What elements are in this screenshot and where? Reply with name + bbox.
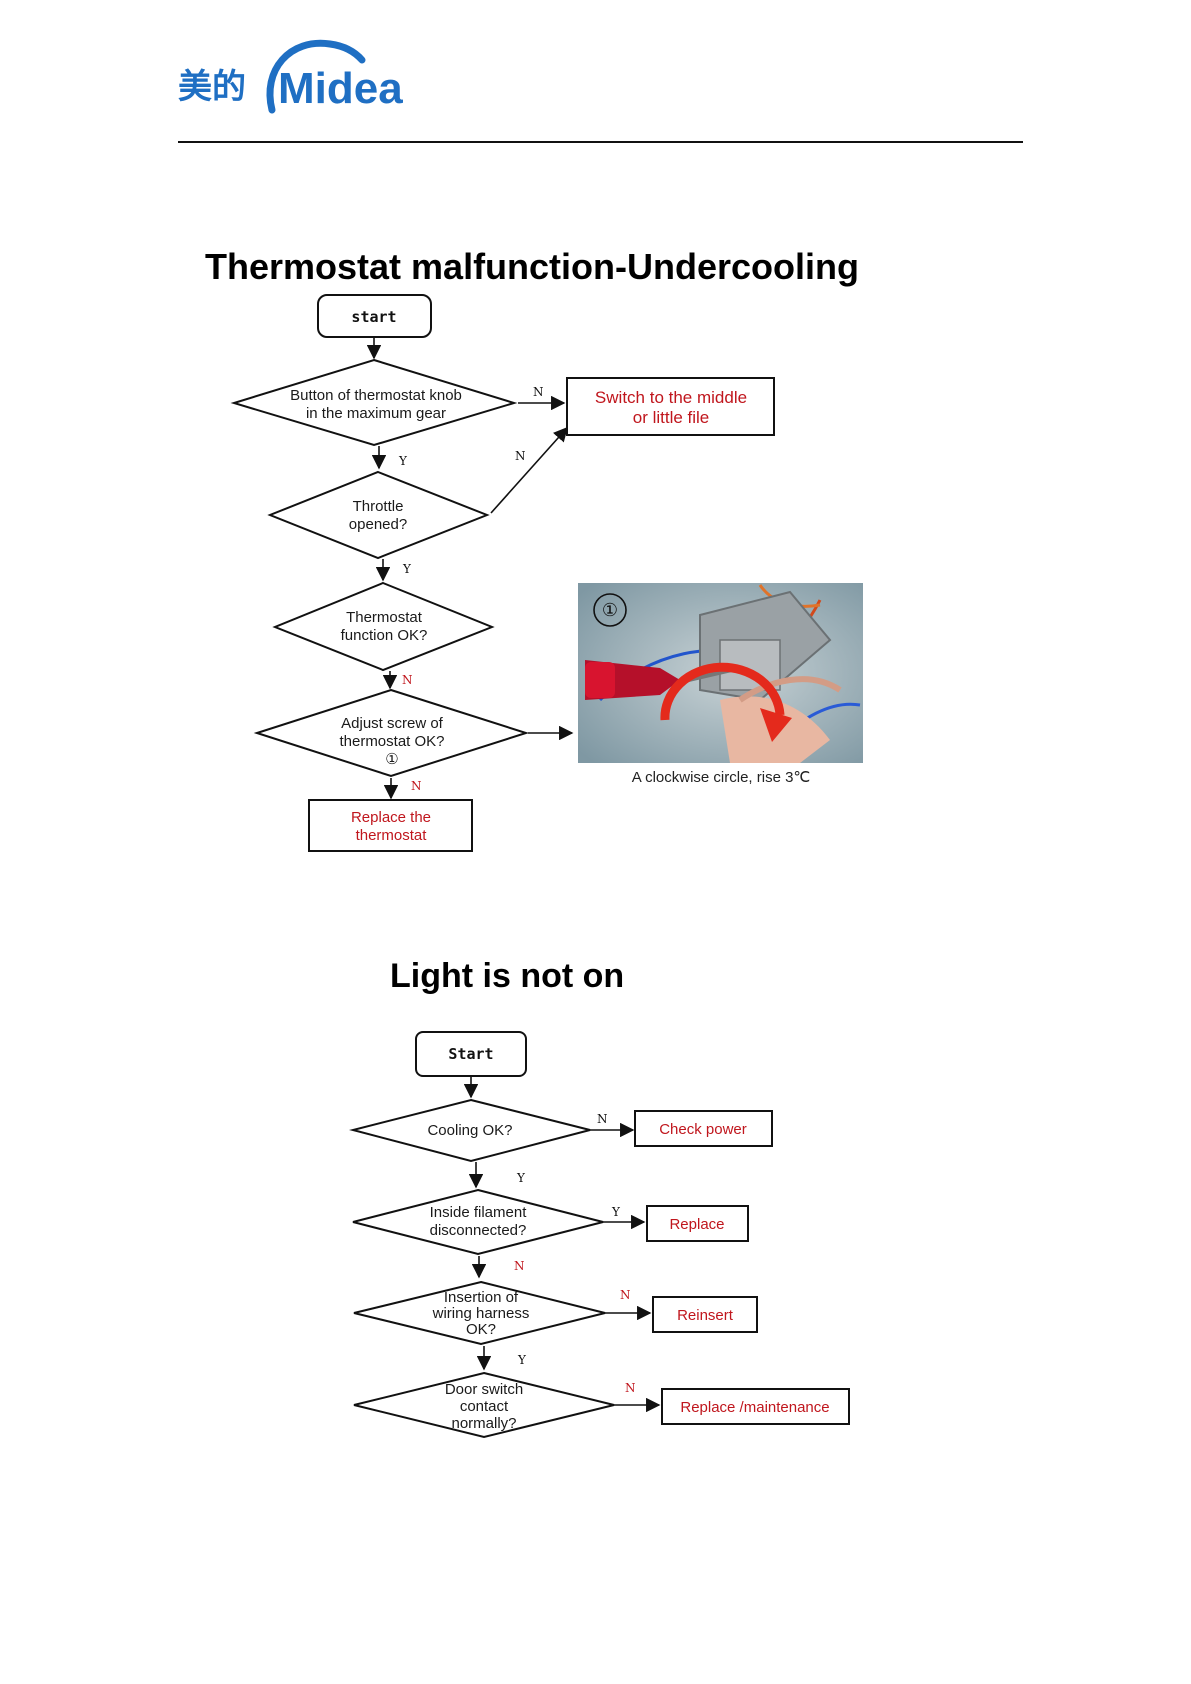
s2-d2-right-label: Y xyxy=(611,1205,621,1219)
s2-d2-line2: disconnected? xyxy=(430,1222,527,1239)
s1-switch-box xyxy=(566,377,775,436)
s1-d3-line2: function OK? xyxy=(341,627,428,644)
logo-swoosh xyxy=(266,39,366,114)
s1-d2-line2: opened? xyxy=(349,516,407,533)
s2-reinsert-box xyxy=(652,1296,758,1333)
s1-d1-right-label: N xyxy=(533,385,544,399)
s2-replace-box xyxy=(646,1205,749,1242)
s2-d4-line2: contact xyxy=(460,1398,509,1415)
s1-replace-box xyxy=(308,799,473,852)
s1-d1-line1: Button of thermostat knob xyxy=(290,387,462,404)
s2-d3-line1: Insertion of xyxy=(444,1289,519,1306)
s2-d1-line1: Cooling OK? xyxy=(427,1122,512,1139)
s2-d3-down-label: Y xyxy=(517,1353,527,1367)
s2-decision-cooling xyxy=(349,1098,591,1163)
s1-replace-line1: Replace the xyxy=(351,809,431,826)
s1-d2-right-label: N xyxy=(515,449,526,463)
s2-maintenance-box xyxy=(661,1388,850,1425)
s2-d3-line2: wiring harness xyxy=(432,1305,530,1322)
s2-d4-right-label: N xyxy=(625,1381,636,1395)
s2-d2-line1: Inside filament xyxy=(430,1204,528,1221)
photo-marker: ① xyxy=(602,600,618,620)
s1-d4-down-label: N xyxy=(411,779,422,793)
s2-decision-door-switch xyxy=(353,1371,615,1439)
s1-decision-throttle xyxy=(267,470,490,560)
s2-d4-line3: normally? xyxy=(451,1415,516,1432)
s1-arrow-d2-switch xyxy=(490,426,568,514)
thermostat-adjust-photo xyxy=(578,583,863,763)
s1-decision-thermostat-function xyxy=(272,581,495,672)
s1-d4-line1: Adjust screw of xyxy=(341,715,444,732)
s2-replace-label: Replace xyxy=(669,1216,724,1233)
s2-decision-filament xyxy=(352,1188,604,1256)
s2-d4-line1: Door switch xyxy=(445,1381,523,1398)
s1-d3-down-label: N xyxy=(402,673,413,687)
s1-decision-adjust-screw xyxy=(253,688,530,778)
photo-caption: A clockwise circle, rise 3℃ xyxy=(632,769,811,786)
s1-d1-line2: in the maximum gear xyxy=(306,405,446,422)
s2-d1-down-label: Y xyxy=(516,1171,526,1185)
s1-d4-line2: thermostat OK? xyxy=(339,733,444,750)
s1-start-label: start xyxy=(351,308,396,326)
s1-d1-down-label: Y xyxy=(398,454,408,468)
midea-logo: 美的 Midea xyxy=(178,39,403,114)
s1-d3-line1: Thermostat xyxy=(346,609,423,626)
s2-decision-wiring-harness xyxy=(353,1280,606,1346)
logo-english-text: Midea xyxy=(278,64,403,113)
s2-d1-right-label: N xyxy=(597,1112,608,1126)
s2-start-label: Start xyxy=(448,1045,493,1063)
section1-title: Thermostat malfunction-Undercooling xyxy=(205,246,859,287)
s2-check-power-label: Check power xyxy=(659,1121,747,1138)
s2-d3-line3: OK? xyxy=(466,1321,496,1338)
s2-d2-down-label: N xyxy=(514,1259,525,1273)
logo-chinese-text: 美的 xyxy=(178,67,246,107)
s1-switch-line2: or little file xyxy=(633,408,710,427)
s2-start-box xyxy=(415,1031,527,1077)
s2-reinsert-label: Reinsert xyxy=(677,1307,734,1324)
s1-decision-knob-gear xyxy=(230,358,518,447)
s1-d4-marker: ① xyxy=(385,751,398,768)
s2-maintenance-label: Replace /maintenance xyxy=(680,1399,829,1416)
s1-d2-down-label: Y xyxy=(402,562,412,576)
s1-d2-line1: Throttle xyxy=(353,498,404,515)
section2-title: Light is not on xyxy=(390,957,624,995)
s1-replace-line2: thermostat xyxy=(356,827,428,844)
s2-d3-right-label: N xyxy=(620,1288,631,1302)
s2-check-power-box xyxy=(634,1110,773,1147)
s1-switch-line1: Switch to the middle xyxy=(595,388,747,407)
